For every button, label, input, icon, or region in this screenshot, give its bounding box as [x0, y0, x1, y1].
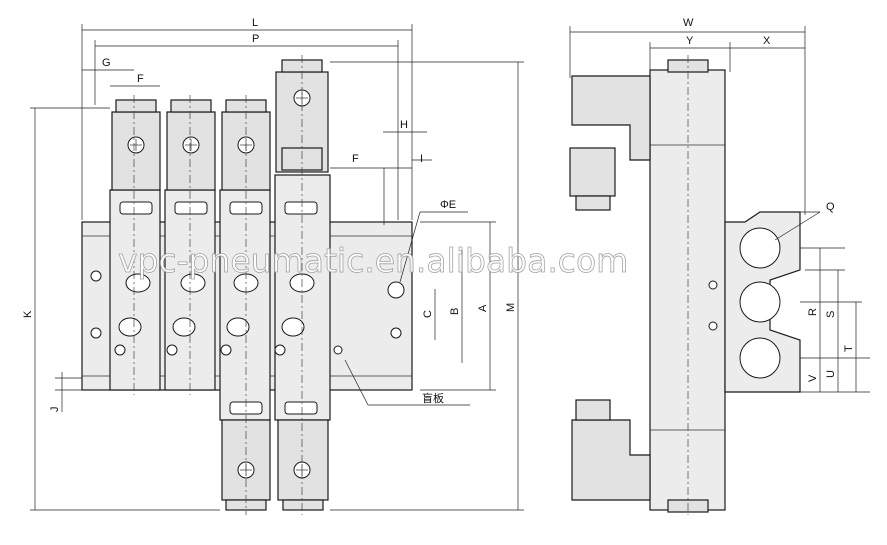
- dim-label-Y: Y: [686, 35, 694, 47]
- dim-label-I: I: [420, 153, 423, 165]
- dim-label-L: L: [252, 17, 258, 29]
- dim-label-H: H: [400, 119, 408, 131]
- dim-label-B: B: [449, 308, 461, 315]
- lower-coil-4: [277, 401, 329, 511]
- front-view: L P G F H F I ΦE C B A M K J 盲板: [22, 17, 524, 515]
- front-dimensions: [30, 24, 524, 511]
- dim-label-T: T: [843, 345, 855, 352]
- valve-body-3: [219, 189, 271, 421]
- upper-coil-2: [166, 99, 216, 215]
- upper-coil-1: [111, 99, 161, 215]
- dim-label-F-top: F: [137, 73, 144, 85]
- dim-label-M: M: [505, 303, 517, 312]
- watermark-text: vpc-pneumatic.en.alibaba.com: [118, 241, 628, 280]
- blank-plate-label: 盲板: [422, 391, 444, 405]
- dim-label-U: U: [825, 370, 837, 378]
- dim-label-G: G: [102, 57, 111, 69]
- dim-label-V: V: [807, 374, 819, 382]
- side-view: W Y X Q R S T V U: [569, 17, 870, 515]
- side-upper-connector: [571, 75, 651, 161]
- dim-label-A: A: [477, 304, 489, 312]
- dim-label-phiE: ΦE: [440, 199, 456, 211]
- side-dimensions: [569, 26, 870, 393]
- dim-label-R: R: [807, 308, 819, 316]
- dim-label-Q: Q: [826, 201, 835, 213]
- dim-label-F-right: F: [352, 153, 359, 165]
- dim-label-S: S: [825, 311, 837, 318]
- dim-label-K: K: [22, 310, 34, 318]
- side-valve-body: [649, 69, 726, 511]
- dim-label-X: X: [763, 35, 771, 47]
- valve-body-4: [274, 174, 331, 421]
- side-lower-connector: [571, 419, 651, 501]
- dim-label-P: P: [252, 33, 259, 45]
- dim-label-C: C: [422, 310, 434, 318]
- dim-label-J: J: [49, 407, 61, 413]
- base-ports: [90, 270, 405, 356]
- dim-label-W: W: [683, 17, 694, 29]
